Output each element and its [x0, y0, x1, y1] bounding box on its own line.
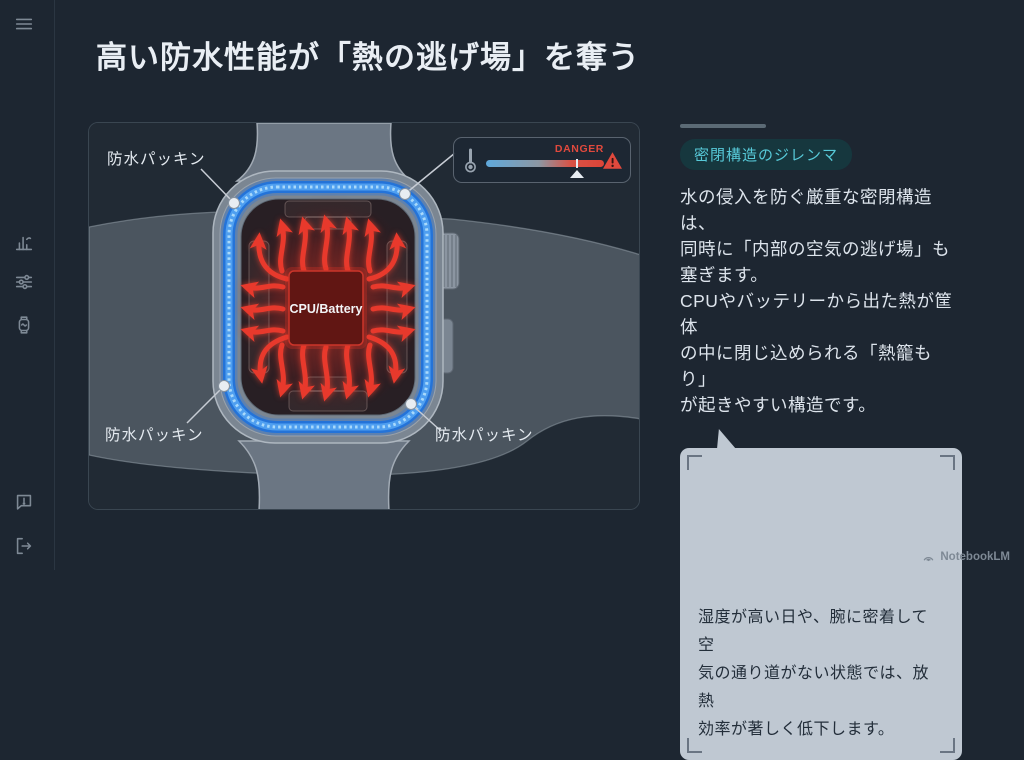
chip-label: CPU/Battery — [290, 302, 363, 316]
gauge-pointer — [570, 170, 584, 178]
sidebar-divider — [54, 0, 55, 570]
watermark-text: NotebookLM — [940, 551, 1010, 563]
case-bezel-line — [219, 177, 437, 437]
sidebar — [0, 0, 54, 570]
heat-arrows — [240, 214, 416, 402]
temperature-danger-gauge: DANGER — [453, 137, 631, 183]
watch-icon[interactable] — [12, 313, 36, 337]
watch-diagram-panel: CPU/Battery 防水パッキン 防水パッキン 防水パッキン DANGER — [88, 122, 640, 510]
callout-corner-bracket — [687, 738, 702, 753]
gasket-marker-dots — [218, 188, 417, 410]
explanation-column: 密閉構造のジレンマ 水の侵入を防ぐ厳重な密閉構造は、 同時に「内部の空気の逃げ場… — [680, 122, 964, 760]
notebooklm-logo-icon — [923, 556, 934, 562]
bar-chart-icon[interactable] — [12, 231, 36, 255]
callout-corner-bracket — [687, 455, 702, 470]
danger-label: DANGER — [554, 143, 604, 155]
gasket-label-bottom-right: 防水パッキン — [435, 427, 534, 444]
gasket-label-top-left: 防水パッキン — [107, 151, 206, 168]
crown-ridges — [443, 235, 457, 287]
comment-icon[interactable] — [12, 490, 36, 514]
cpu-battery-block: CPU/Battery — [285, 267, 367, 349]
callout-text: 湿度が高い日や、腕に密着して空 気の通り道がない状態では、放熱 効率が著しく低下… — [698, 609, 930, 738]
warning-triangle-icon — [603, 152, 622, 169]
gasket-label-bottom-left: 防水パッキン — [105, 427, 204, 444]
gauge-tick — [576, 159, 578, 168]
callout-bubble: 湿度が高い日や、腕に密着して空 気の通り道がない状態では、放熱 効率が著しく低下… — [680, 429, 962, 760]
callout-tail — [717, 429, 736, 449]
watermark: NotebookLM — [922, 551, 1010, 563]
logout-icon[interactable] — [12, 534, 36, 558]
body-text: 水の侵入を防ぐ厳重な密閉構造は、 同時に「内部の空気の逃げ場」も 塞ぎます。 C… — [680, 187, 953, 415]
temperature-gradient-bar — [486, 159, 604, 168]
menu-icon[interactable] — [12, 12, 36, 36]
topic-badge: 密閉構造のジレンマ — [680, 139, 853, 170]
sliders-icon[interactable] — [12, 270, 36, 294]
page-title: 高い防水性能が「熱の逃げ場」を奪う — [96, 40, 640, 75]
callout-corner-bracket — [940, 738, 955, 753]
watch-cross-section-illustration: CPU/Battery — [89, 123, 639, 509]
watch-band-bottom — [237, 440, 411, 509]
callout-corner-bracket — [940, 455, 955, 470]
accent-bar — [680, 124, 766, 128]
thermometer-icon — [465, 148, 476, 173]
